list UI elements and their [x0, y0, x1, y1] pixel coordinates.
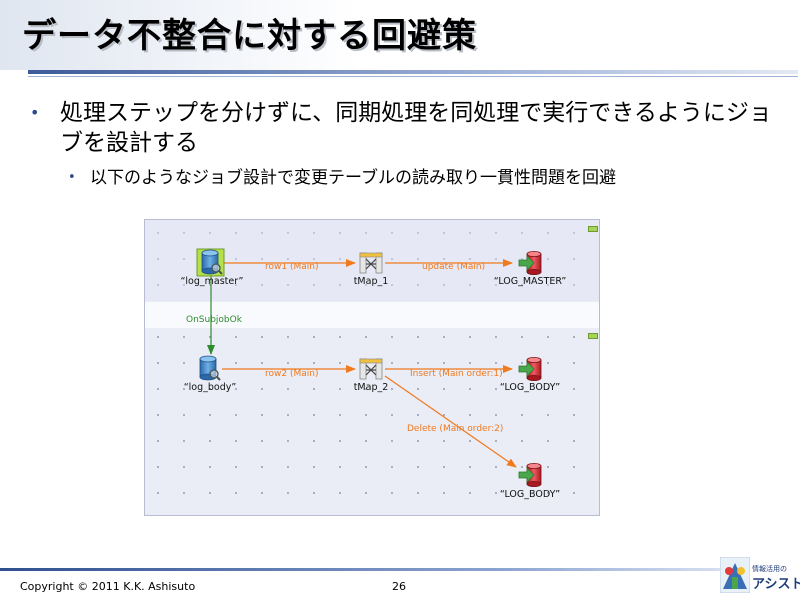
subjob-1-collapse-icon[interactable] — [588, 226, 598, 232]
connection-label: Insert (Main order:1) — [410, 369, 503, 379]
output-db-icon[interactable] — [518, 250, 542, 276]
connection-label: Delete (Main order:2) — [407, 424, 503, 434]
link-delete — [384, 375, 517, 468]
page-number: 26 — [392, 580, 406, 593]
input-db-icon[interactable] — [199, 355, 221, 381]
connection-label: row2 (Main) — [265, 369, 318, 379]
component-label: “LOG_BODY” — [500, 382, 560, 393]
title-band — [0, 0, 800, 70]
subjob-2-collapse-icon[interactable] — [588, 333, 598, 339]
component-label: “log_body” — [184, 382, 237, 393]
tmap-icon[interactable] — [359, 252, 383, 274]
tmap-icon[interactable] — [359, 358, 383, 380]
output-db-icon[interactable] — [518, 462, 542, 488]
bullet-level-2: • 以下のようなジョブ設計で変更テーブルの読み取り一貫性問題を回避 — [68, 166, 768, 190]
component-label: tMap_2 — [354, 382, 389, 393]
copyright-text: Copyright © 2011 K.K. Ashisuto — [20, 580, 196, 593]
connection-label: update (Main) — [422, 262, 485, 272]
component-label: “LOG_MASTER” — [494, 276, 567, 287]
bullet-text: 処理ステップを分けずに、同期処理を同処理で実行できるようにジョブを設計する — [60, 100, 772, 156]
slide-title: データ不整合に対する回避策 — [22, 16, 477, 56]
bullet-dot-icon: • — [68, 170, 76, 185]
footer-rule — [0, 568, 720, 571]
connection-label: row1 (Main) — [265, 262, 318, 272]
slide-title-shadow: データ不整合に対する回避策 — [24, 18, 479, 58]
title-underline-thin — [28, 76, 798, 77]
company-logo-icon — [720, 557, 750, 593]
sub-bullet-text: 以下のようなジョブ設計で変更テーブルの読み取り一貫性問題を回避 — [90, 168, 616, 188]
component-label: tMap_1 — [354, 276, 389, 287]
title-underline — [28, 70, 798, 74]
logo-wordmark: アシスト — [752, 577, 800, 592]
component-label: “LOG_BODY” — [500, 489, 560, 500]
connection-label: OnSubjobOk — [186, 315, 243, 325]
bullet-dot-icon: • — [30, 103, 40, 122]
logo-tagline: 情報活用の — [752, 565, 787, 573]
subjob-gap — [145, 302, 599, 328]
bullet-level-1: • 処理ステップを分けずに、同期処理を同処理で実行できるようにジョブを設計する — [30, 98, 780, 158]
output-db-icon[interactable] — [518, 356, 542, 382]
component-label: “log_master” — [181, 276, 244, 287]
